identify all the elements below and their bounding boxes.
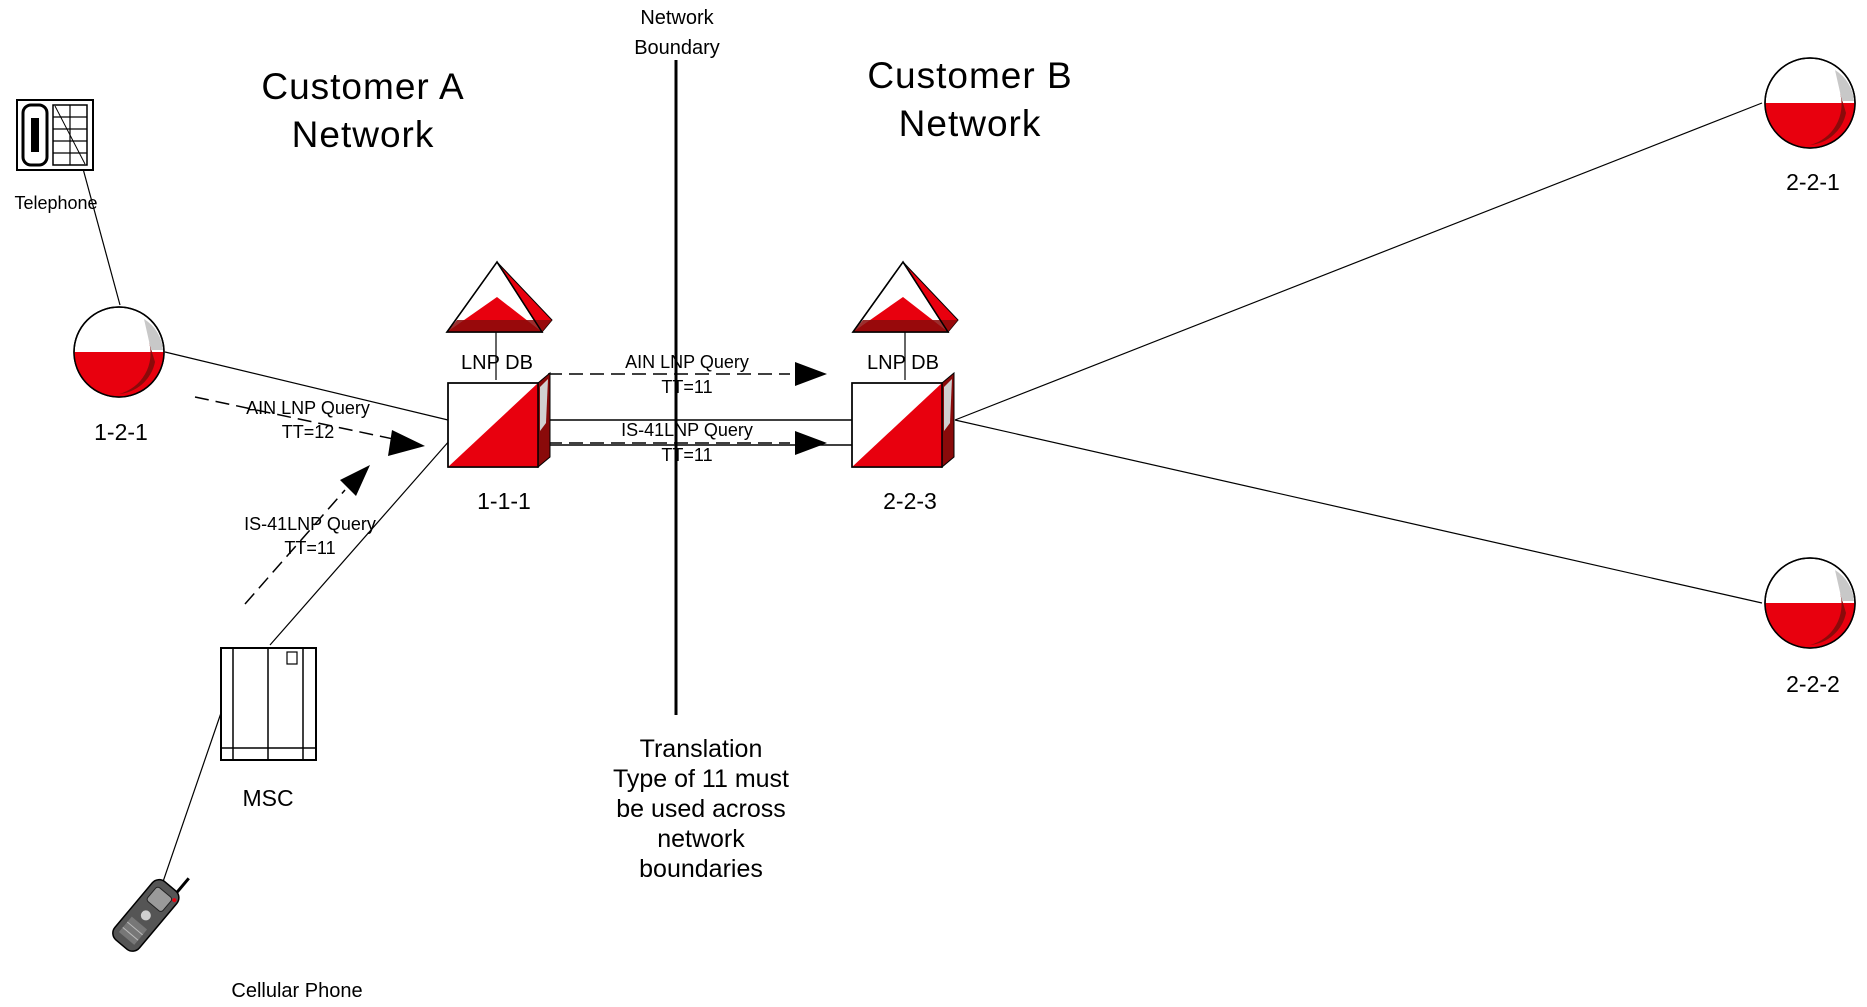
label-msc: MSC [242,785,293,811]
note-line3: be used across [616,795,786,823]
label-lnp-db-b: LNP DB [867,352,939,374]
link-223-222 [954,419,1763,604]
label-cellular-phone: Cellular Phone [231,980,362,1002]
query-arrow-is41-a [244,489,346,605]
query-ain-a-line1: AIN LNP Query [246,398,370,418]
query-is41-a-line1: IS-41LNP Query [244,514,376,534]
stp-111-icon [447,372,551,468]
arrowhead-ain-a [388,430,425,456]
arrowhead-is41-cross [795,431,827,455]
link-cell-msc [154,709,223,906]
link-telephone-121 [81,164,121,306]
heading-boundary-line2: Boundary [634,37,720,59]
query-is41-a-line2: TT=11 [284,538,335,558]
msc-icon [220,647,317,761]
label-telephone: Telephone [14,193,97,213]
note-line2: Type of 11 must [613,765,789,793]
label-sp-121: 1-2-1 [94,419,148,445]
label-sp-221: 2-2-1 [1786,169,1840,195]
lnp-db-a-icon [446,261,553,333]
signal-point-222 [1764,557,1856,649]
stp-223-icon [851,372,955,468]
telephone-icon [16,99,94,171]
query-ain-cross-line1: AIN LNP Query [625,352,749,372]
label-stp-111: 1-1-1 [477,488,531,514]
heading-customer-b-line1: Customer B [867,55,1072,96]
signal-point-221 [1764,57,1856,149]
heading-boundary-line1: Network [640,7,714,29]
label-stp-223: 2-2-3 [883,488,937,514]
label-lnp-db-a: LNP DB [461,352,533,374]
query-is41-cross-line2: TT=11 [661,445,712,465]
arrowhead-ain-cross [795,362,827,386]
arrowhead-is41-a [340,465,370,496]
note-line1: Translation [640,735,763,763]
link-121-111 [164,351,449,421]
query-is41-cross-line1: IS-41LNP Query [621,420,753,440]
note-line4: network [657,825,745,853]
query-ain-cross-line2: TT=11 [661,377,712,397]
query-arrow-ain-a [194,396,399,441]
link-223-221 [954,102,1763,421]
heading-customer-b-line2: Network [899,103,1042,144]
heading-customer-a-line2: Network [292,114,435,155]
query-ain-a-line2: TT=12 [282,422,335,442]
lnp-db-b-icon [852,261,959,333]
note-line5: boundaries [639,855,763,883]
label-sp-222: 2-2-2 [1786,671,1840,697]
signal-point-121 [73,306,165,398]
heading-customer-a-line1: Customer A [261,66,464,107]
cellular-phone-icon [112,877,190,952]
link-msc-111 [269,439,451,646]
